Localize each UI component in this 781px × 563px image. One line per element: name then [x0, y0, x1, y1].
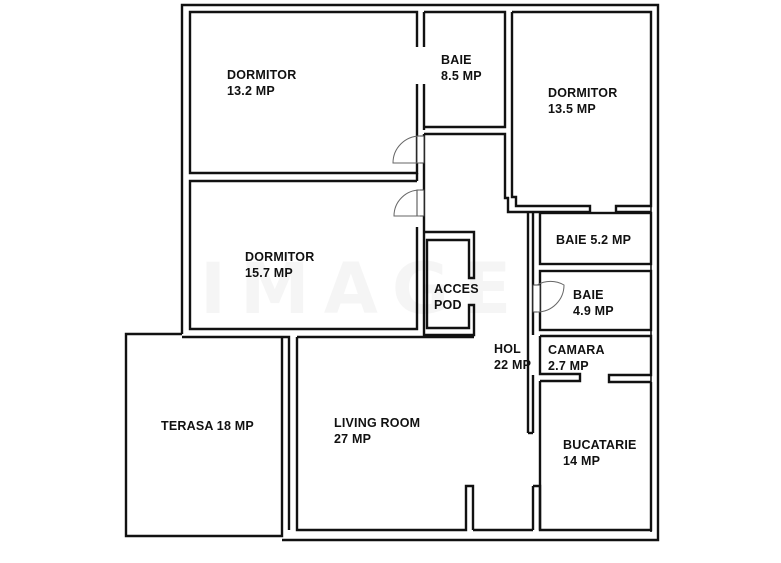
room-area: POD [434, 298, 462, 312]
room-area: 13.5 MP [548, 102, 596, 116]
room-bucatarie [473, 381, 653, 532]
room-name: TERASA 18 MP [161, 419, 254, 433]
room-label-baie-1: BAIE 8.5 MP [441, 52, 482, 84]
room-area: 15.7 MP [245, 266, 293, 280]
room-label-bucatarie: BUCATARIE 14 MP [563, 437, 637, 469]
room-name: ACCES [434, 282, 479, 296]
room-name: DORMITOR [227, 68, 297, 82]
room-area: 22 MP [494, 358, 532, 372]
room-label-camara: CAMARA 2.7 MP [548, 342, 605, 374]
room-dormitor-1 [188, 10, 426, 175]
door-baie-3[interactable] [532, 280, 565, 313]
room-dormitor-3 [188, 173, 419, 331]
room-label-dormitor-3: DORMITOR 15.7 MP [245, 249, 314, 281]
room-label-dormitor-1: DORMITOR 13.2 MP [227, 67, 296, 99]
room-name: BAIE [573, 288, 604, 302]
room-label-terasa: TERASA 18 MP [161, 418, 254, 434]
room-name: CAMARA [548, 343, 605, 357]
room-area: 14 MP [563, 454, 601, 468]
room-area: 4.9 MP [573, 304, 614, 318]
room-name: BAIE [441, 53, 472, 67]
room-area: 8.5 MP [441, 69, 482, 83]
room-name: LIVING ROOM [334, 416, 421, 430]
room-name: BUCATARIE [563, 438, 637, 452]
room-baie-1 [424, 10, 507, 129]
room-name: DORMITOR [245, 250, 315, 264]
room-area: 2.7 MP [548, 359, 589, 373]
room-area: 13.2 MP [227, 84, 275, 98]
room-name: BAIE 5.2 MP [556, 233, 632, 247]
room-name: HOL [494, 342, 521, 356]
room-terasa [124, 332, 284, 538]
room-camara [538, 334, 653, 384]
room-label-dormitor-2: DORMITOR 13.5 MP [548, 85, 617, 117]
door-dormitor-1[interactable] [392, 135, 425, 164]
room-label-baie-3: BAIE 4.9 MP [573, 287, 614, 319]
room-label-baie-2: BAIE 5.2 MP [556, 232, 631, 248]
room-living [295, 335, 475, 532]
room-acces-pod [422, 230, 476, 337]
door-dormitor-3[interactable] [393, 189, 425, 217]
room-label-acces-pod: ACCES POD [434, 281, 479, 313]
room-label-living: LIVING ROOM 27 MP [334, 415, 420, 447]
room-name: DORMITOR [548, 86, 618, 100]
room-baie-2 [538, 211, 653, 266]
room-area: 27 MP [334, 432, 372, 446]
room-label-hol: HOL 22 MP [494, 341, 531, 373]
